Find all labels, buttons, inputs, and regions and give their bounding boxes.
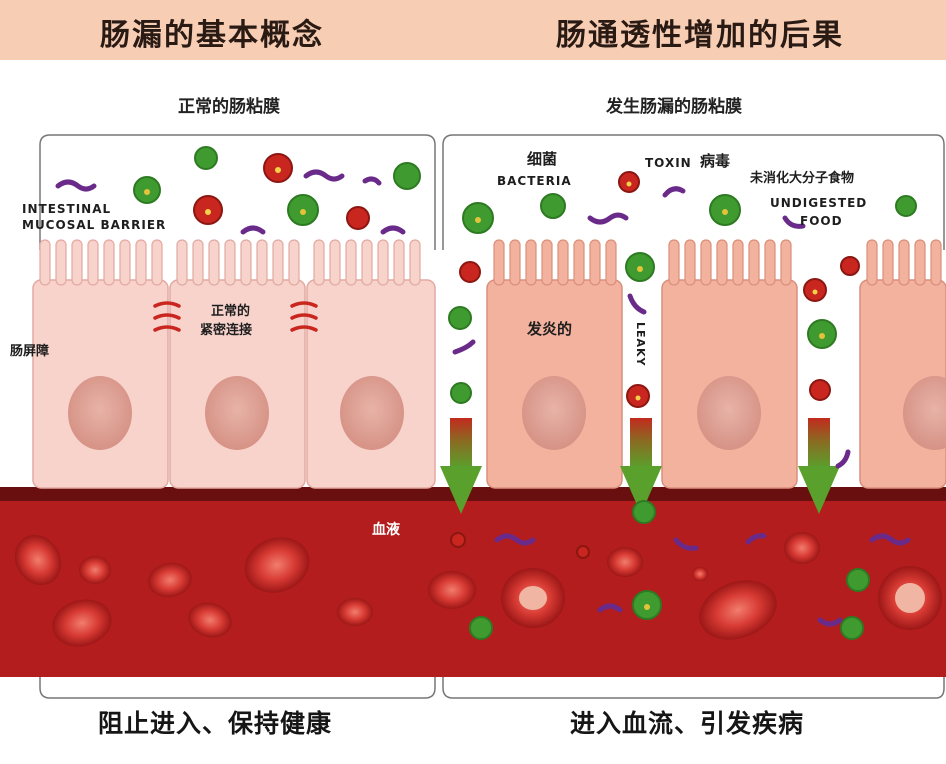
left-panel-bracket — [39, 134, 436, 250]
toxin-en-label: TOXIN — [645, 156, 692, 170]
left-panel-title: 正常的肠粘膜 — [178, 97, 280, 117]
leak-arrow-1 — [440, 418, 482, 514]
blood-label: 血液 — [372, 522, 400, 538]
bacteria-particles — [133, 146, 917, 640]
inflamed-cell-2 — [661, 239, 798, 489]
left-footer: 阻止进入、保持健康 — [98, 709, 333, 738]
right-footer: 进入血流、引发疾病 — [570, 709, 805, 738]
inflamed-label: 发炎的 — [527, 320, 573, 338]
undigested-food-particles — [55, 169, 911, 627]
food-en-label-line2: FOOD — [800, 214, 843, 228]
tight-junction-left — [153, 301, 181, 332]
right-header-title: 肠通透性增加的后果 — [556, 18, 844, 53]
tight-junction-right — [290, 301, 318, 332]
bacteria-cn-label: 细菌 — [527, 150, 558, 168]
leak-arrow-3 — [798, 418, 840, 514]
barrier-label-line1: INTESTINAL — [22, 202, 112, 216]
epithelial-cell-left-1 — [32, 239, 169, 489]
epithelial-cell-left-2 — [169, 239, 306, 489]
food-en-label-line1: UNDIGESTED — [770, 196, 868, 210]
left-footer-bracket — [39, 672, 436, 699]
tight-junction-label-line2: 紧密连接 — [200, 323, 253, 338]
toxin-particles — [193, 153, 860, 559]
barrier-label-line2: MUCOSAL BARRIER — [22, 218, 167, 232]
blood-vessel-wall — [0, 487, 946, 501]
inflamed-cell-1 — [486, 239, 623, 489]
right-footer-bracket — [442, 672, 945, 699]
red-blood-cells — [14, 532, 942, 647]
left-header-title: 肠漏的基本概念 — [100, 18, 324, 53]
leak-arrow-2 — [620, 418, 662, 514]
food-cn-label: 未消化大分子食物 — [750, 171, 855, 186]
header-bar — [0, 0, 946, 60]
right-panel-bracket — [442, 134, 945, 250]
inflamed-cell-3 — [859, 239, 946, 489]
tight-junction-label-line1: 正常的 — [211, 304, 251, 319]
epithelial-cell-left-3 — [306, 239, 436, 489]
gut-barrier-label: 肠屏障 — [10, 344, 50, 359]
right-panel-title: 发生肠漏的肠粘膜 — [606, 97, 742, 117]
leaky-label: LEAKY — [634, 322, 647, 367]
toxin-cn-label: 病毒 — [700, 152, 731, 170]
bacteria-en-label: BACTERIA — [497, 174, 572, 188]
